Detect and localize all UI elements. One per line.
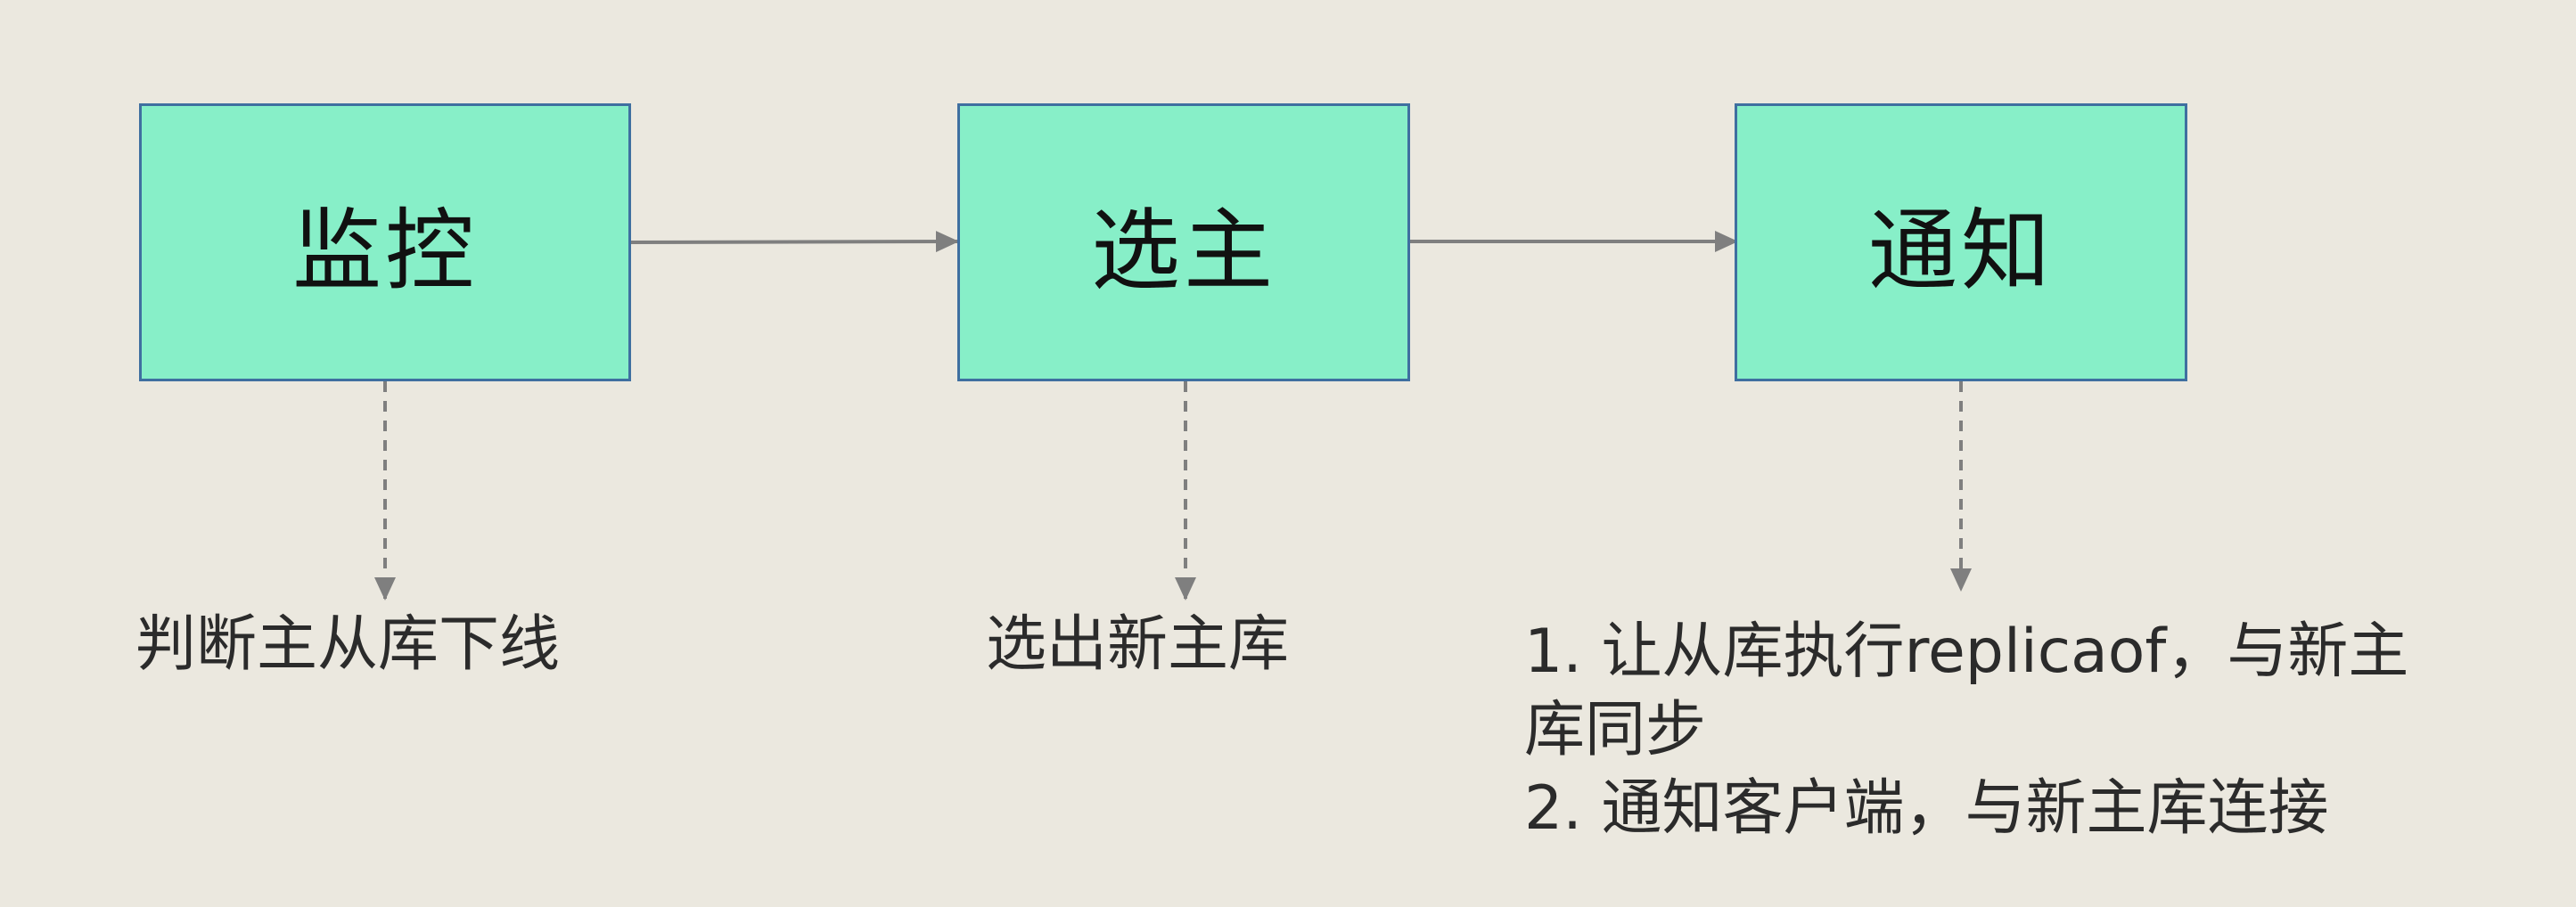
arrow-monitor-to-elect: [630, 231, 959, 253]
result-monitor-text: 判断主从库下线: [135, 609, 561, 680]
stage-notify-box: 通知: [1735, 103, 2187, 381]
result-elect-text: 选出新主库: [986, 609, 1290, 680]
result-notify-line-3: 2. 通知客户端，与新主库连接: [1524, 773, 2329, 844]
stage-monitor-label: 监控: [292, 198, 478, 303]
result-notify-line-2: 库同步: [1524, 695, 1707, 765]
stage-elect-box: 选主: [957, 103, 1410, 381]
stage-elect-label: 选主: [1091, 198, 1276, 303]
stage-notify-label: 通知: [1868, 198, 2054, 303]
result-notify-line-1: 1. 让从库执行replicaof，与新主: [1524, 617, 2409, 687]
stage-monitor-box: 监控: [139, 103, 631, 381]
result-notify-text: 1. 让从库执行replicaof，与新主 库同步 2. 通知客户端，与新主库连…: [1524, 613, 2469, 848]
